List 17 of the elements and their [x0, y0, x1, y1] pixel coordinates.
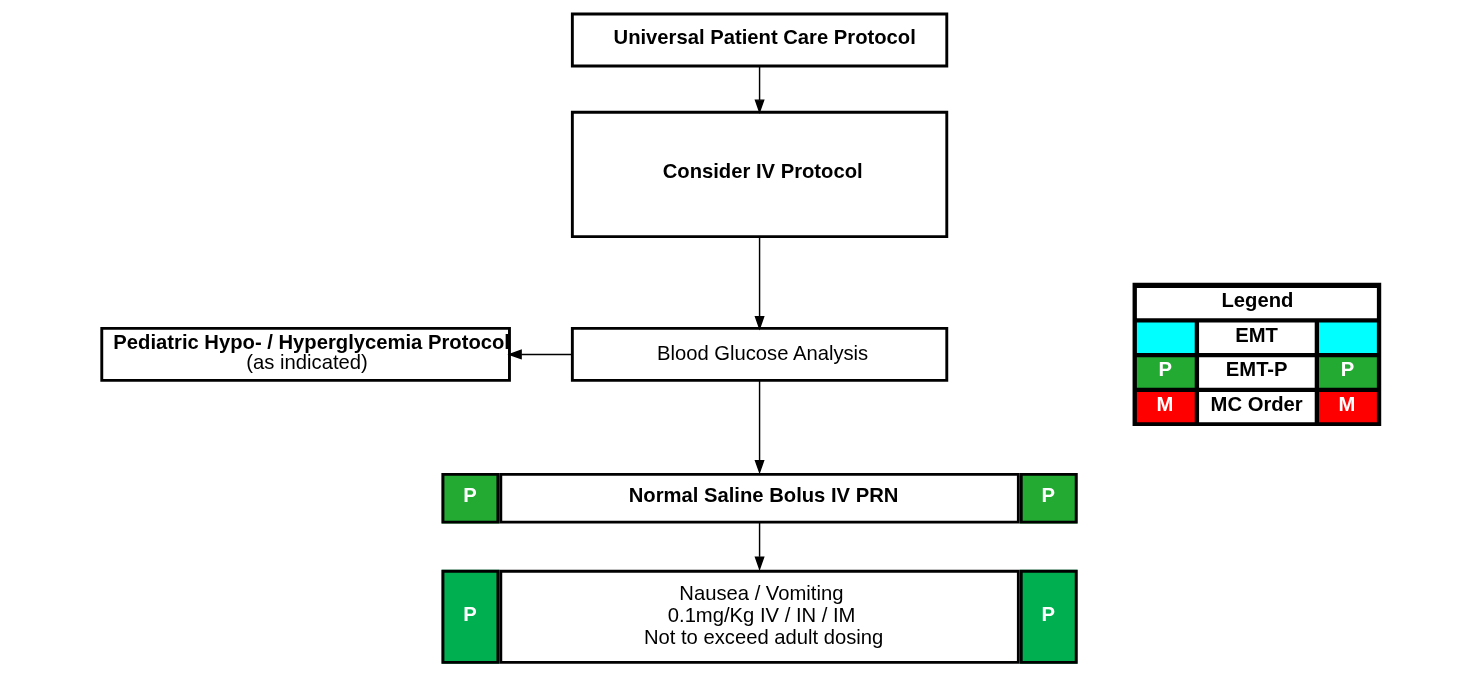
arrow — [754, 380, 765, 475]
arrow — [754, 522, 765, 571]
legend-label: MC Order — [1210, 393, 1303, 416]
label: P — [1340, 358, 1354, 381]
node-box: Pediatric Hypo- / Hyperglycemia Protocol (as indicated) — [99, 326, 511, 382]
label: M — [1155, 393, 1173, 416]
node-box: Consider IV Protocol — [570, 110, 948, 239]
legend-label: EMT — [1234, 323, 1278, 346]
label: M — [1338, 393, 1355, 416]
legend-label: EMT-P — [1225, 358, 1288, 381]
node-box: Universal Patient Care Protocol — [570, 12, 948, 68]
label: Legend — [1220, 288, 1293, 311]
arrow — [754, 236, 765, 331]
arrow — [506, 349, 573, 360]
node-box: Blood Glucose Analysis — [570, 326, 948, 382]
arrow — [754, 65, 765, 114]
label: P — [1158, 358, 1172, 381]
